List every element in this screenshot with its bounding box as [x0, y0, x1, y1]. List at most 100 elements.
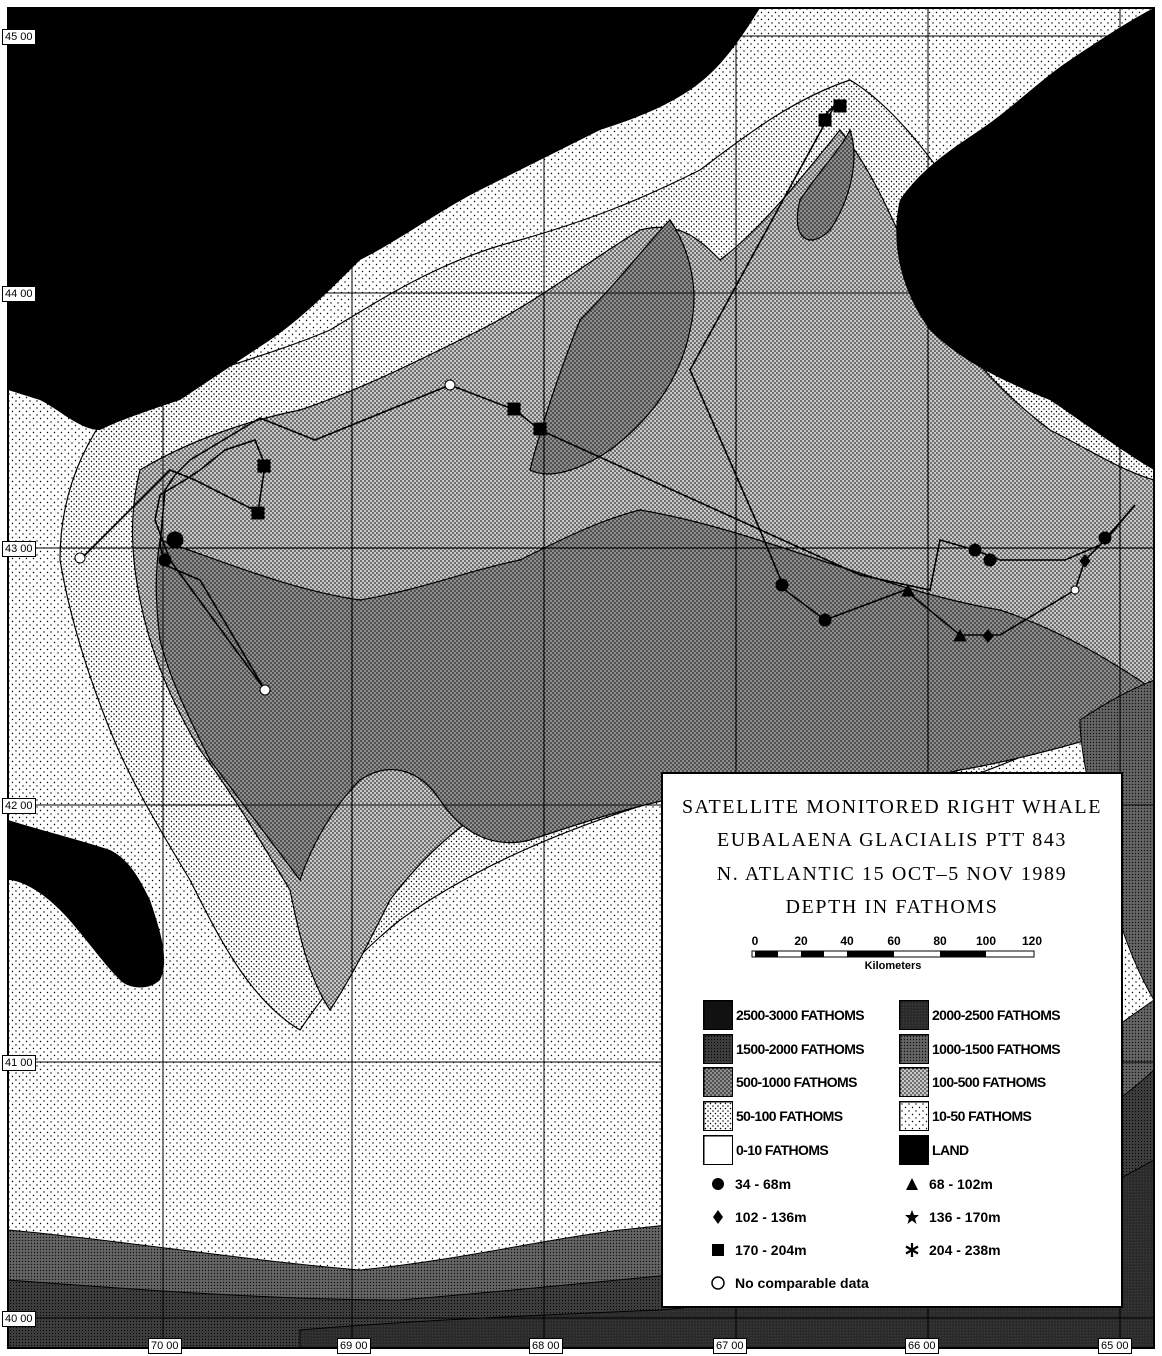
marker-open-circle: [259, 684, 271, 696]
scale-tick: 40: [840, 934, 854, 948]
swatch-1500-2000: [703, 1034, 733, 1064]
legend-label: 2500-3000 FATHOMS: [736, 1007, 865, 1023]
legend-label: 2000-2500 FATHOMS: [932, 1007, 1061, 1023]
swatch-10-50: [899, 1101, 929, 1131]
swatch-2500-3000: [703, 1000, 733, 1030]
diamond-filled-icon: [713, 1210, 723, 1224]
swatch-2000-2500: [899, 1000, 929, 1030]
swatch-land: [899, 1135, 929, 1165]
asterisk-icon: [905, 1243, 919, 1257]
marker-circle: [158, 553, 172, 567]
marker-diamond: [982, 629, 994, 643]
latitude-label: 45 00: [2, 29, 36, 45]
legend-symbol-136-170: 136 - 170m: [903, 1208, 1001, 1226]
swatch-0-10: [703, 1135, 733, 1165]
legend-depth-500-1000: 500-1000 FATHOMS: [703, 1067, 857, 1097]
map-title-line-2: EUBALAENA GLACIALIS PTT 843: [716, 829, 1068, 851]
map-title-line-4: DEPTH IN FATHOMS: [785, 896, 999, 918]
marker-square: [251, 506, 265, 520]
map-title-line-1: SATELLITE MONITORED RIGHT WHALE: [681, 796, 1103, 818]
longitude-label: 67 00: [713, 1338, 747, 1354]
square-filled-icon: [712, 1244, 724, 1256]
land-cape-cod: [8, 820, 165, 988]
longitude-label: 68 00: [529, 1338, 563, 1354]
marker-circle: [775, 578, 789, 592]
latitude-label: 43 00: [2, 541, 36, 557]
marker-circle: [166, 531, 184, 549]
swatch-1000-1500: [899, 1034, 929, 1064]
legend-land: LAND: [899, 1135, 969, 1165]
marker-open-circle: [444, 379, 456, 391]
legend-symbol-170-204: 170 - 204m: [709, 1241, 807, 1259]
marker-triangle: [953, 628, 967, 642]
map-title-line-3: N. ATLANTIC 15 OCT–5 NOV 1989: [716, 863, 1068, 885]
marker-square: [507, 402, 521, 416]
scale-tick: 80: [933, 934, 947, 948]
marker-circle: [983, 553, 997, 567]
legend-symbol-no-data: No comparable data: [709, 1274, 869, 1292]
legend-depth-2500-3000: 2500-3000 FATHOMS: [703, 1000, 865, 1030]
legend-label: 10-50 FATHOMS: [932, 1108, 1032, 1124]
latitude-label: 40 00: [2, 1311, 36, 1327]
legend-symbol-34-68: 34 - 68m: [709, 1175, 791, 1193]
legend-depth-50-100: 50-100 FATHOMS: [703, 1101, 843, 1131]
legend-depth-1000-1500: 1000-1500 FATHOMS: [899, 1034, 1061, 1064]
latitude-label: 44 00: [2, 286, 36, 302]
triangle-filled-icon: [906, 1178, 918, 1190]
depth-zone-500-1000-north: [529, 219, 695, 475]
circle-filled-icon: [712, 1178, 724, 1190]
marker-square: [257, 459, 271, 473]
track-markers: [74, 99, 1112, 696]
legend-label: 100-500 FATHOMS: [932, 1074, 1046, 1090]
legend-label: 102 - 136m: [735, 1209, 807, 1225]
legend-label: 170 - 204m: [735, 1242, 807, 1258]
star-filled-icon: [905, 1210, 919, 1224]
legend-symbol-68-102: 68 - 102m: [903, 1175, 993, 1193]
legend-label: No comparable data: [735, 1275, 869, 1291]
legend-panel: SATELLITE MONITORED RIGHT WHALE EUBALAEN…: [661, 772, 1123, 1308]
legend-depth-1500-2000: 1500-2000 FATHOMS: [703, 1034, 865, 1064]
legend-label: 50-100 FATHOMS: [736, 1108, 843, 1124]
marker-open-circle: [74, 552, 86, 564]
legend-label: 68 - 102m: [929, 1176, 993, 1192]
latitude-label: 41 00: [2, 1055, 36, 1071]
marker-open-circle: [1070, 585, 1080, 595]
marker-circle: [818, 613, 832, 627]
land-maine: [8, 8, 760, 430]
marker-circle: [1098, 531, 1112, 545]
latitude-label: 42 00: [2, 798, 36, 814]
legend-depth-100-500: 100-500 FATHOMS: [899, 1067, 1046, 1097]
scale-tick: 20: [794, 934, 808, 948]
legend-depth-0-10: 0-10 FATHOMS: [703, 1135, 829, 1165]
legend-label: 0-10 FATHOMS: [736, 1142, 829, 1158]
scale-unit-label: Kilometers: [864, 960, 922, 972]
scale-tick: 0: [751, 934, 759, 948]
longitude-label: 70 00: [148, 1338, 182, 1354]
legend-depth-2000-2500: 2000-2500 FATHOMS: [899, 1000, 1061, 1030]
legend-label: 1000-1500 FATHOMS: [932, 1041, 1061, 1057]
marker-triangle: [901, 583, 915, 597]
marker-square: [818, 113, 832, 127]
circle-open-icon: [711, 1276, 725, 1290]
swatch-100-500: [899, 1067, 929, 1097]
scale-tick: 100: [975, 934, 997, 948]
longitude-label: 66 00: [905, 1338, 939, 1354]
longitude-label: 69 00: [337, 1338, 371, 1354]
legend-label: 204 - 238m: [929, 1242, 1001, 1258]
legend-symbol-204-238: 204 - 238m: [903, 1241, 1001, 1259]
legend-label: 136 - 170m: [929, 1209, 1001, 1225]
marker-circle: [968, 543, 982, 557]
legend-symbol-102-136: 102 - 136m: [709, 1208, 807, 1226]
marker-square: [533, 422, 547, 436]
swatch-500-1000: [703, 1067, 733, 1097]
legend-label: 500-1000 FATHOMS: [736, 1074, 857, 1090]
marker-square: [833, 99, 847, 113]
depth-zone-500-1000-ne: [796, 128, 855, 241]
scale-bar: 0 20 40 60 80 100 120 Kilometers: [751, 934, 1042, 972]
scale-bar-graphic: [751, 950, 1035, 958]
legend-label: 1500-2000 FATHOMS: [736, 1041, 865, 1057]
scale-tick: 120: [1021, 934, 1043, 948]
marker-diamond: [1079, 554, 1091, 568]
longitude-label: 65 00: [1098, 1338, 1132, 1354]
land-nova-scotia: [896, 8, 1154, 470]
